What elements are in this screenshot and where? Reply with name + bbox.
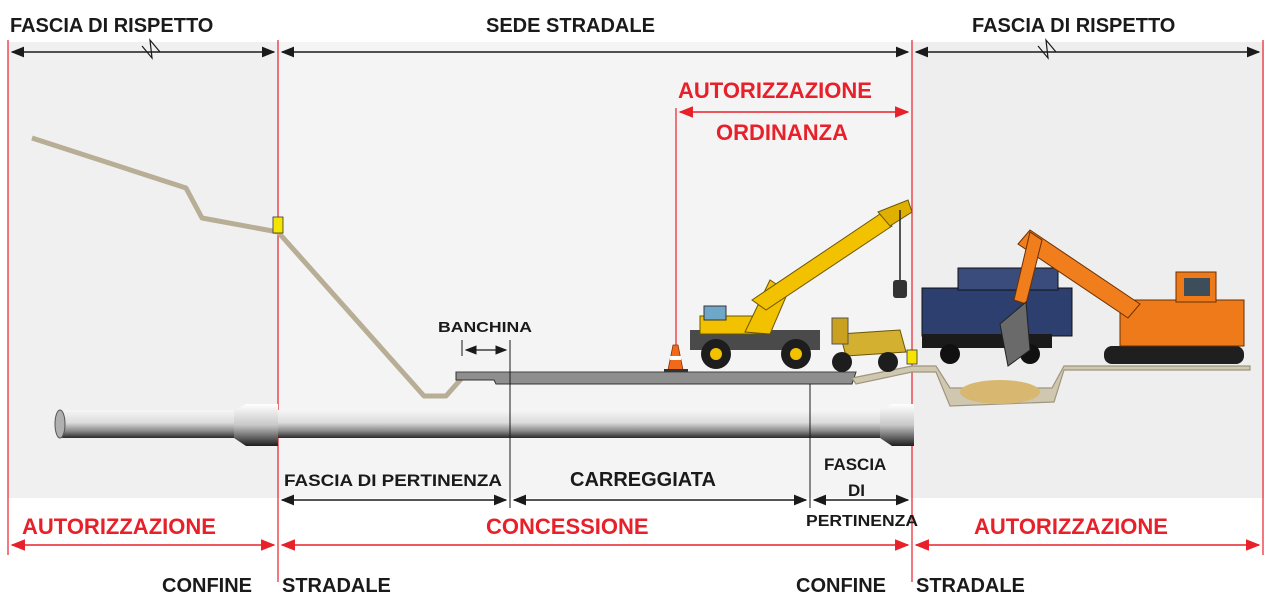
right-strip-label-line2: DI — [848, 481, 865, 500]
concession-label: CONCESSIONE — [486, 514, 649, 539]
pipe-bell-right — [880, 404, 914, 446]
left-boundary-label-part1: CONFINE — [162, 575, 252, 597]
carriageway-label: CARREGGIATA — [570, 469, 716, 491]
left-buffer-label: FASCIA DI RISPETTO — [10, 15, 213, 37]
right-boundary-label-part1: CONFINE — [796, 575, 886, 597]
right-buffer-label: FASCIA DI RISPETTO — [972, 15, 1175, 37]
lower-left-permit-label: AUTORIZZAZIONE — [22, 514, 216, 539]
site-dumper-icon — [831, 317, 907, 372]
lower-right-permit-label: AUTORIZZAZIONE — [974, 514, 1168, 539]
upper-authorization-label: AUTORIZZAZIONE — [678, 78, 872, 103]
left-boundary-label-part2: STRADALE — [282, 575, 391, 597]
pipe-body — [60, 410, 910, 438]
boundary-marker-right — [906, 349, 918, 365]
excavator-icon — [999, 229, 1245, 367]
road-slab — [455, 371, 857, 385]
left-buffer-break — [141, 38, 161, 60]
roadway-seat-label: SEDE STRADALE — [486, 15, 655, 37]
pipe-end — [54, 409, 66, 439]
right-strip-label-line3: PERTINENZA — [806, 513, 918, 530]
boundary-marker-left — [272, 216, 284, 234]
ordinance-label: ORDINANZA — [716, 120, 848, 145]
shoulder-label: BANCHINA — [438, 319, 532, 336]
pipe-bell-left — [234, 404, 278, 446]
left-strip-label: FASCIA DI PERTINENZA — [284, 471, 502, 490]
mobile-crane-icon — [690, 199, 913, 369]
right-buffer-break — [1037, 38, 1057, 60]
right-shoulder — [851, 365, 1251, 407]
right-boundary-label-part2: STRADALE — [916, 575, 1025, 597]
traffic-cone-icon — [664, 344, 688, 372]
right-strip-label-line1: FASCIA — [824, 455, 886, 474]
excavation-pile — [960, 380, 1040, 404]
